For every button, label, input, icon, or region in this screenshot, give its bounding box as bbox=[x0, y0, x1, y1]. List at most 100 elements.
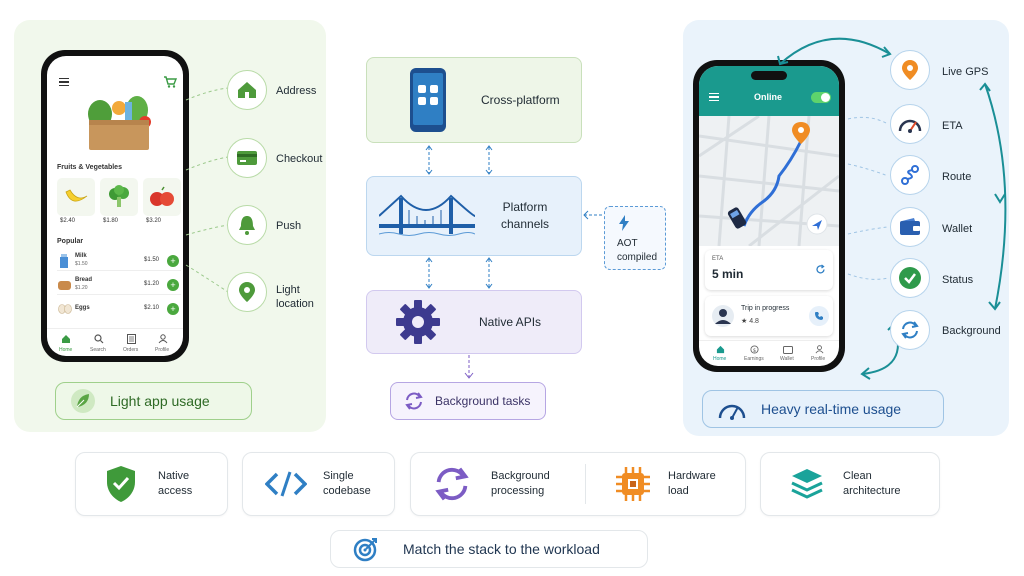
bridge-icon bbox=[379, 194, 475, 236]
menu-icon[interactable] bbox=[59, 78, 69, 86]
grocery-screen: Fruits & Vegetables $2.40 $1.80 $3.20 Po… bbox=[47, 56, 183, 356]
online-status: Online bbox=[754, 92, 783, 102]
background-tasks-pill: Background tasks bbox=[390, 382, 546, 420]
eta-card: ETA 5 min bbox=[705, 250, 833, 290]
list-item[interactable]: Eggs $2.10 + bbox=[57, 299, 181, 319]
price-2: $1.80 bbox=[103, 218, 119, 224]
phone-app-icon bbox=[410, 68, 446, 132]
profile-nav-icon[interactable] bbox=[815, 345, 824, 354]
cart-icon[interactable] bbox=[163, 76, 177, 88]
card-single-codebase: Single codebase bbox=[242, 452, 395, 516]
feature-route bbox=[890, 155, 930, 195]
target-icon bbox=[353, 538, 377, 562]
aot-label: AOT compiled bbox=[617, 238, 658, 263]
nav-home[interactable]: Home bbox=[713, 356, 727, 362]
location-pin-icon bbox=[239, 282, 255, 302]
sync-icon bbox=[405, 392, 423, 410]
chip-icon bbox=[616, 467, 650, 501]
banana-icon bbox=[65, 189, 88, 202]
bread-icon bbox=[58, 281, 71, 290]
feature-light-location bbox=[227, 272, 267, 312]
product-tile-broccoli[interactable] bbox=[100, 178, 138, 216]
search-nav-icon[interactable] bbox=[94, 334, 104, 344]
wallet-nav-icon[interactable] bbox=[783, 345, 793, 354]
eta-value: 5 min bbox=[712, 267, 744, 281]
nav-wallet[interactable]: Wallet bbox=[780, 356, 794, 362]
layers-icon bbox=[791, 469, 823, 499]
card-background-processing-label: Background processing bbox=[491, 470, 550, 497]
profile-nav-icon[interactable] bbox=[158, 334, 168, 344]
card-single-codebase-label: Single codebase bbox=[323, 470, 371, 497]
feature-light-location-label: Light location bbox=[276, 284, 314, 310]
feature-eta-label: ETA bbox=[942, 120, 963, 132]
bell-icon bbox=[239, 216, 255, 235]
home-icon bbox=[238, 82, 256, 98]
earnings-nav-icon[interactable]: $ bbox=[750, 345, 759, 354]
right-connectors bbox=[777, 37, 1007, 380]
online-toggle[interactable] bbox=[811, 92, 831, 103]
footer-banner: Match the stack to the workload bbox=[330, 530, 648, 568]
add-item-button[interactable]: + bbox=[167, 303, 179, 315]
leaf-icon bbox=[71, 389, 95, 413]
feature-eta bbox=[890, 104, 930, 144]
aot-compiled-box: AOT compiled bbox=[604, 206, 666, 270]
menu-icon[interactable] bbox=[709, 93, 719, 101]
item-price: $2.10 bbox=[144, 305, 160, 311]
driver-header: Online bbox=[699, 66, 839, 116]
feature-checkout-label: Checkout bbox=[276, 153, 323, 165]
card-divider bbox=[585, 464, 586, 504]
price-1: $2.40 bbox=[60, 218, 76, 224]
bottom-nav: Home Search Orders Profile bbox=[47, 328, 183, 356]
cross-platform-box: Cross-platform bbox=[366, 57, 582, 143]
feature-background-label: Background bbox=[942, 325, 1001, 337]
home-nav-icon[interactable] bbox=[716, 345, 725, 354]
item-price: $1.50 bbox=[144, 257, 160, 263]
home-nav-icon[interactable] bbox=[61, 334, 71, 344]
feature-live-gps bbox=[890, 50, 930, 90]
credit-card-icon bbox=[237, 151, 257, 165]
nav-profile[interactable]: Profile bbox=[811, 356, 826, 362]
route-icon bbox=[901, 165, 919, 185]
driver-bottom-nav: Home $ Earnings Wallet Profile bbox=[699, 340, 839, 366]
arrow-to-background bbox=[464, 355, 474, 379]
nav-orders[interactable]: Orders bbox=[123, 347, 139, 353]
feature-address bbox=[227, 70, 267, 110]
light-usage-label: Light app usage bbox=[110, 393, 210, 409]
price-3: $3.20 bbox=[146, 218, 162, 224]
footer-label: Match the stack to the workload bbox=[403, 541, 600, 557]
orders-nav-icon[interactable] bbox=[127, 334, 136, 344]
eta-label: ETA bbox=[712, 256, 724, 262]
refresh-icon[interactable] bbox=[815, 264, 826, 275]
nav-earnings[interactable]: Earnings bbox=[744, 356, 764, 362]
lightning-icon bbox=[619, 215, 629, 231]
list-item[interactable]: Bread $1.20 $1.20 + bbox=[57, 275, 181, 295]
feature-live-gps-label: Live GPS bbox=[942, 66, 989, 78]
call-button[interactable] bbox=[809, 306, 829, 326]
item-name: Milk bbox=[75, 253, 87, 259]
feature-status-label: Status bbox=[942, 274, 974, 286]
feature-push-label: Push bbox=[276, 220, 302, 232]
heavy-usage-badge: Heavy real-time usage bbox=[702, 390, 944, 428]
nav-profile[interactable]: Profile bbox=[155, 347, 170, 353]
eggs-icon bbox=[58, 304, 72, 314]
arrows-top bbox=[425, 145, 493, 175]
background-tasks-label: Background tasks bbox=[435, 394, 531, 408]
add-item-button[interactable]: + bbox=[167, 255, 179, 267]
rating: ★ 4.8 bbox=[741, 318, 759, 325]
trip-label: Trip in progress bbox=[741, 305, 790, 312]
map-view[interactable] bbox=[699, 116, 839, 246]
product-tile-banana[interactable] bbox=[57, 178, 95, 216]
add-item-button[interactable]: + bbox=[167, 279, 179, 291]
arrows-bottom bbox=[425, 257, 493, 289]
list-item[interactable]: Milk $1.50 $1.50 + bbox=[57, 251, 181, 271]
platform-channels-box: Platform channels bbox=[366, 176, 582, 256]
grocery-bag-illustration bbox=[88, 96, 151, 150]
product-tile-apple[interactable] bbox=[143, 178, 181, 216]
feature-route-label: Route bbox=[942, 171, 972, 183]
nav-home[interactable]: Home bbox=[59, 347, 73, 353]
broccoli-icon bbox=[109, 185, 129, 207]
item-sub: $1.20 bbox=[75, 285, 88, 291]
nav-search[interactable]: Search bbox=[90, 347, 106, 353]
item-sub: $1.50 bbox=[75, 261, 88, 267]
feature-wallet bbox=[890, 207, 930, 247]
